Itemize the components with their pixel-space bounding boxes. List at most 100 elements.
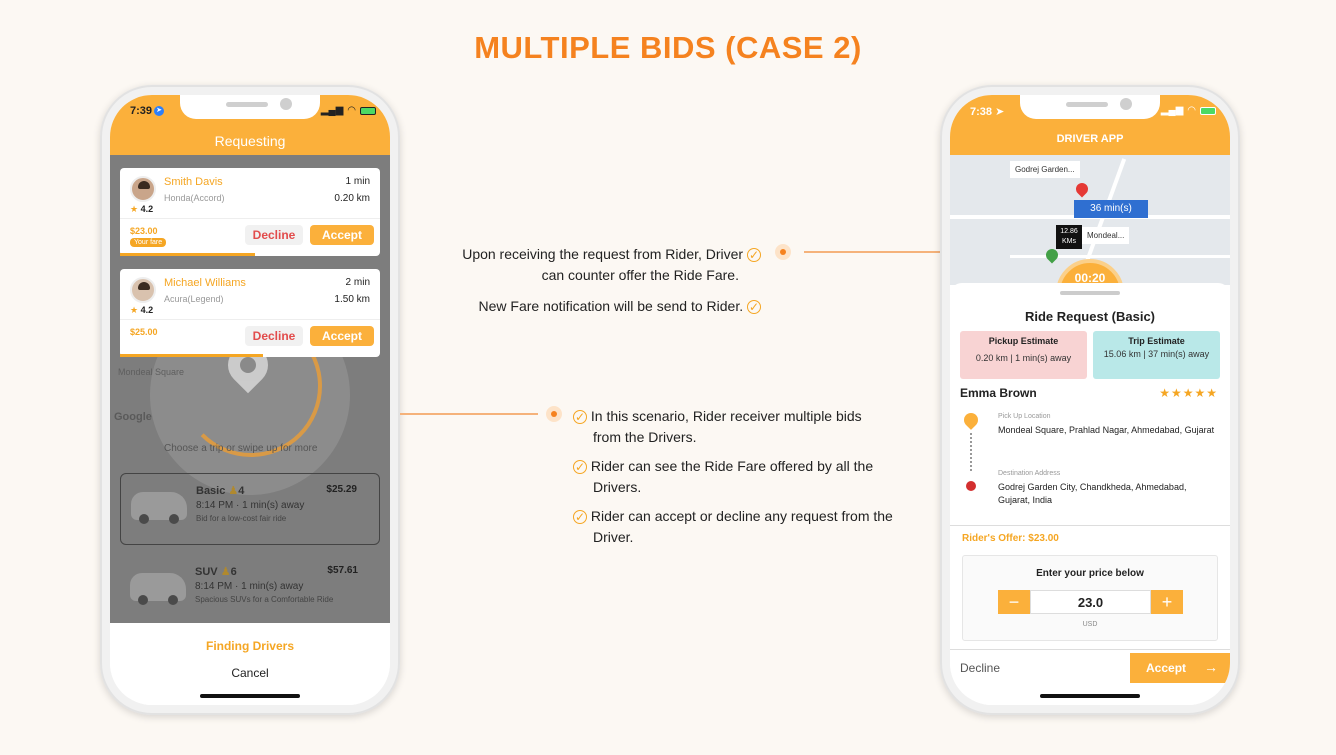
page-title: MULTIPLE BIDS (CASE 2) (474, 30, 862, 65)
road (1010, 255, 1230, 258)
rider-rating-stars: ★★★★★ (1159, 386, 1218, 400)
search-radius-ring (180, 315, 322, 457)
ride-option-time: 8:14 PM · 1 min(s) away (195, 581, 304, 592)
bid-fare: $25.00 (130, 327, 158, 337)
ride-request-sheet: Ride Request (Basic) Pickup Estimate 0.2… (950, 283, 1230, 705)
divider (950, 649, 1230, 650)
connector-line (804, 251, 940, 253)
avatar (130, 277, 156, 303)
driver-car: Acura(Legend) (164, 294, 224, 304)
pickup-estimate-box: Pickup Estimate 0.20 km | 1 min(s) away (960, 331, 1087, 379)
increase-price-button[interactable]: + (1151, 590, 1183, 614)
divider (950, 525, 1230, 526)
callout-line: ✓ Rider can see the Ride Fare offered by… (573, 458, 874, 474)
driver-map[interactable]: Godrej Garden... 36 min(s) 12.86 KMs Mon… (950, 155, 1230, 285)
battery-icon (1200, 106, 1216, 115)
map-place-label: Mondeal Square (118, 367, 185, 377)
sheet-handle[interactable] (1060, 291, 1120, 295)
wifi-icon: ◠ (347, 105, 356, 116)
destination-address: Godrej Garden City, Chandkheda, Ahmedaba… (998, 482, 1187, 505)
decline-button[interactable]: Decline (960, 661, 1001, 675)
google-logo: Google (114, 411, 152, 423)
star-icon: ★ (130, 305, 139, 315)
rider-map-area[interactable]: Mondeal Square Ahmedabad Google Choose a… (110, 155, 390, 623)
notch (180, 95, 320, 119)
callout-top: Upon receiving the request from Rider, D… (433, 244, 761, 317)
callout-line: New Fare notification will be send to Ri… (478, 298, 761, 314)
driver-eta: 2 min (345, 277, 370, 288)
destination-label: Destination Address (998, 470, 1061, 477)
bid-card: ★ 4.2 Smith Davis Honda(Accord) 1 min 0.… (120, 168, 380, 256)
arrow-right-icon: → (1204, 659, 1218, 675)
status-time: 7:39➤ (130, 105, 165, 117)
check-icon: ✓ (747, 300, 761, 314)
status-bar: 7:38 ➤ ▂▄▆◠ (950, 95, 1230, 131)
connector-line (400, 413, 538, 415)
rider-name: Emma Brown (960, 386, 1037, 400)
accept-button[interactable]: Accept→ (1130, 653, 1230, 683)
callout-line: Drivers. (593, 479, 642, 495)
seat-icon: ♟ (228, 485, 239, 497)
trip-estimate-box: Trip Estimate 15.06 km | 37 min(s) away (1093, 331, 1220, 379)
driver-eta: 1 min (345, 176, 370, 187)
price-input[interactable] (1030, 590, 1151, 614)
origin-label: Mondeal... (1082, 227, 1130, 244)
swipe-hint: Choose a trip or swipe up for more (164, 443, 318, 454)
currency-label: USD (1082, 621, 1098, 628)
bid-timer-progress (120, 354, 263, 357)
accept-button[interactable]: Accept (310, 326, 374, 346)
destination-location-icon (966, 481, 976, 491)
callout-dot (546, 406, 562, 422)
wifi-icon: ◠ (1187, 105, 1196, 116)
ride-option-price: $25.29 (326, 484, 357, 495)
ride-option-suv[interactable]: SUV ♟6 8:14 PM · 1 min(s) away Spacious … (120, 555, 380, 623)
signal-icon: ▂▄▆ (1160, 105, 1184, 116)
accept-button[interactable]: Accept (310, 225, 374, 245)
finding-panel: Finding Drivers Cancel (110, 623, 390, 705)
your-fare-badge: Your fare (130, 238, 167, 247)
pickup-estimate-label: Pickup Estimate (988, 336, 1059, 346)
pickup-location-icon (961, 410, 981, 430)
pickup-estimate-value: 0.20 km | 1 min(s) away (975, 353, 1072, 363)
destination-label: Godrej Garden... (1010, 161, 1080, 178)
header-title: DRIVER APP (1056, 133, 1124, 145)
ride-option-desc: Bid for a low-cost fair ride (196, 514, 287, 523)
callout-line: can counter offer the Ride Fare. (541, 267, 739, 283)
pickup-label: Pick Up Location (998, 413, 1051, 420)
status-bar: 7:39➤ ▂▄▆◠ (110, 95, 390, 131)
seat-icon: ♟ (220, 566, 231, 578)
trip-estimate-value: 15.06 km | 37 min(s) away (1103, 349, 1210, 359)
callout-line: Driver. (593, 529, 634, 545)
status-time: 7:38 ➤ (970, 106, 1005, 118)
price-label: Enter your price below (1036, 568, 1144, 579)
home-indicator (1040, 694, 1140, 698)
rider-phone: Requesting 7:39➤ ▂▄▆◠ Mondeal Square Ahm… (100, 85, 400, 715)
driver-rating: ★ 4.2 (130, 204, 154, 214)
eta-box: 36 min(s) (1074, 200, 1148, 218)
finding-drivers-text: Finding Drivers (205, 639, 294, 653)
decrease-price-button[interactable]: − (998, 590, 1030, 614)
riders-offer: Rider's Offer: $23.00 (962, 533, 1059, 544)
battery-icon (360, 106, 376, 115)
check-icon: ✓ (573, 510, 587, 524)
header-title: Requesting (214, 133, 286, 149)
driver-rating: ★ 4.2 (130, 305, 154, 315)
divider (120, 319, 380, 320)
notch (1020, 95, 1160, 119)
cancel-button[interactable]: Cancel (110, 666, 390, 680)
driver-distance: 0.20 km (334, 193, 370, 204)
ride-option-basic[interactable]: Basic ♟4 8:14 PM · 1 min(s) away Bid for… (120, 473, 380, 545)
car-icon (131, 492, 187, 524)
check-icon: ✓ (573, 410, 587, 424)
callout-dot (775, 244, 791, 260)
decline-button[interactable]: Decline (245, 225, 303, 245)
signal-icon: ▂▄▆ (320, 105, 344, 116)
ride-option-name: Basic ♟4 (196, 485, 245, 497)
callout-line: Upon receiving the request from Rider, D… (462, 246, 761, 262)
price-stepper: − + (998, 590, 1183, 614)
decline-button[interactable]: Decline (245, 326, 303, 346)
ride-option-time: 8:14 PM · 1 min(s) away (196, 500, 305, 511)
driver-car: Honda(Accord) (164, 193, 225, 203)
route-line (970, 433, 972, 471)
driver-name: Smith Davis (164, 176, 223, 188)
